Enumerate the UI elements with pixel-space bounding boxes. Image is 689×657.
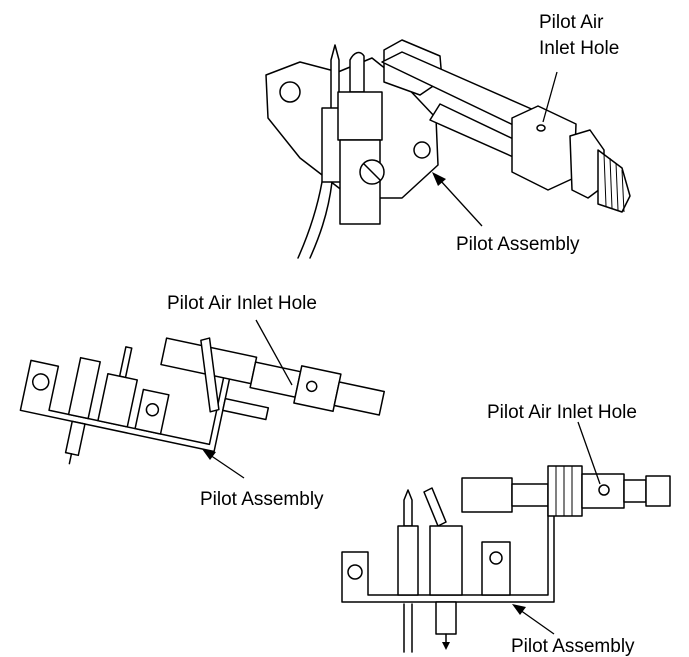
diagram-1-thermocouple-tip: [330, 44, 340, 113]
diagram-2-thermocouple-block: [67, 356, 101, 420]
diagram-3-assembly-label: Pilot Assembly: [511, 636, 635, 657]
diagram-1-air-hole-label: Inlet Hole: [539, 38, 619, 59]
diagram-1-assembly-label: Pilot Assembly: [456, 234, 580, 255]
diagram-2-igniter-body: [97, 372, 139, 428]
diagram-2-pilot-tube: [249, 361, 302, 398]
diagram-2-orifice-body: [293, 365, 342, 413]
diagram-1-pilot-assembly: Pilot Air Inlet Hole Pilot Assembly: [265, 12, 631, 259]
diagram-3-assembly-arrowhead: [512, 604, 526, 615]
diagram-1-air-hole-leader: [542, 71, 558, 123]
diagram-2-bracket-hole: [31, 373, 50, 391]
diagram-2-air-inlet-hole: [305, 380, 318, 393]
diagram-2-air-hole-label: Pilot Air Inlet Hole: [167, 293, 317, 314]
diagram-1-thermocouple-wire: [297, 181, 323, 259]
diagram-2-thermocouple-stem: [64, 420, 86, 457]
diagram-3-bracket-hole: [347, 564, 363, 580]
diagram-3-air-inlet-hole: [598, 484, 610, 496]
diagram-3-threaded-end: [645, 475, 671, 507]
diagram-3-thermocouple-tip: [403, 489, 413, 527]
diagram-2-bracket-hole: [145, 402, 160, 417]
diagram-3-bracket-tab: [481, 541, 511, 596]
diagram-2-assembly-arrowhead: [202, 449, 216, 460]
diagram-2-assembly-leader: [209, 454, 245, 479]
diagram-3-igniter-stem: [435, 601, 457, 635]
diagram-2-thermocouple-lead: [68, 453, 73, 465]
diagram-3-pilot-tube: [511, 483, 549, 507]
diagram-2-pilot-assembly: Pilot Air Inlet Hole Pilot Assembly: [19, 293, 385, 510]
diagram-3-air-hole-label: Pilot Air Inlet Hole: [487, 402, 637, 423]
diagram-3-bracket-hole: [489, 551, 503, 565]
diagram-1-air-hole-label: Pilot Air: [539, 12, 604, 33]
diagram-1-threaded-end: [597, 149, 631, 213]
diagram-3-mounting-flange: [547, 465, 583, 517]
diagram-1-assembly-leader: [439, 179, 483, 227]
diagram-3-pilot-assembly: Pilot Air Inlet Hole Pilot Assembly: [341, 402, 671, 657]
diagram-2-threaded-end: [333, 381, 385, 416]
diagram-1-igniter-cap: [349, 51, 365, 93]
diagram-1-thread-lines: [603, 153, 625, 213]
diagram-2-igniter-tip: [118, 346, 133, 379]
diagram-3-wires: [403, 603, 413, 653]
diagram-3-thermocouple-body: [397, 525, 419, 596]
diagram-3-assembly-leader: [519, 609, 555, 635]
diagram-2-spark-electrode: [200, 337, 220, 413]
diagram-2-assembly-label: Pilot Assembly: [200, 489, 324, 510]
diagram-1-air-inlet-hole: [536, 124, 546, 132]
diagram-1-assembly-arrowhead: [432, 172, 446, 186]
diagram-1-igniter-block: [337, 91, 383, 141]
diagram-2-support-arm: [222, 397, 270, 421]
diagram-1-bracket-hole: [279, 81, 301, 103]
diagram-3-spark-electrode: [423, 487, 447, 527]
diagram-3-pilot-hood: [461, 477, 513, 513]
diagram-3-flange-rings: [555, 466, 573, 516]
diagram-1-igniter-wire: [309, 181, 333, 259]
diagram-3-air-hole-leader: [577, 421, 601, 485]
diagram-2-air-hole-leader: [255, 319, 293, 386]
diagram-3-fitting-nut: [623, 479, 647, 503]
diagram-1-bracket-hole: [413, 141, 431, 159]
diagram-3-igniter-point: [442, 642, 450, 650]
diagram-3-igniter-body: [429, 525, 463, 596]
diagram-1-screw-slot: [363, 163, 381, 181]
